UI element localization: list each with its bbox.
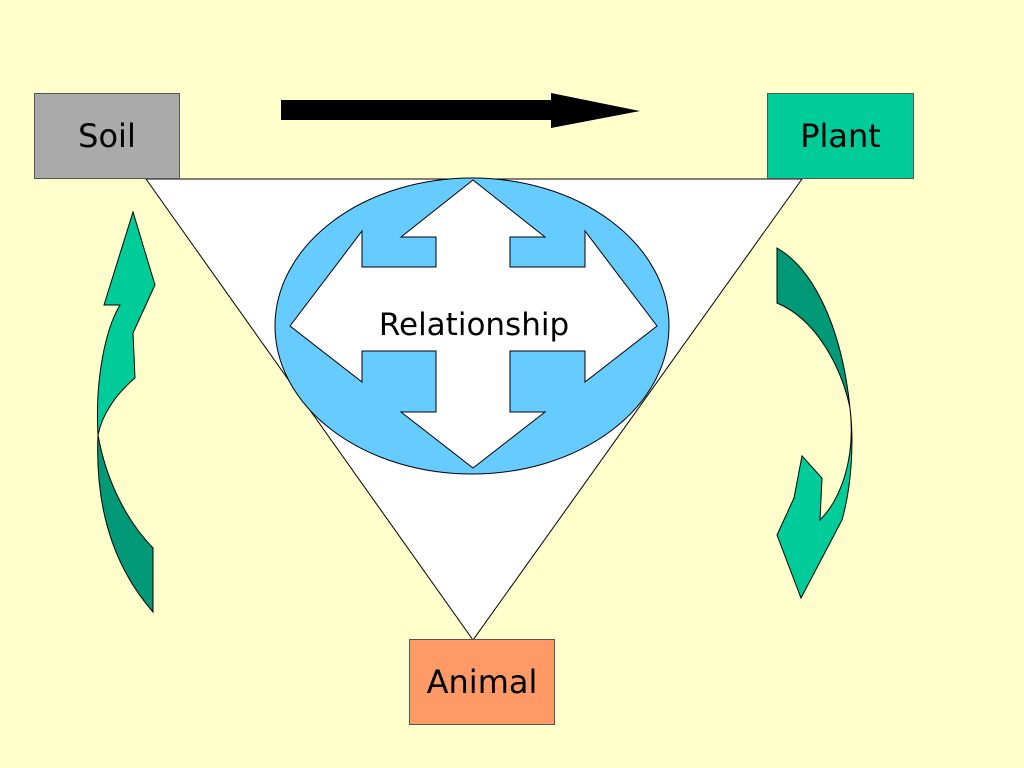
relationship-label: Relationship bbox=[378, 307, 570, 343]
plant-node: Plant bbox=[767, 93, 914, 179]
soil-to-plant-arrow bbox=[281, 93, 640, 128]
animal-label: Animal bbox=[426, 663, 538, 701]
four-way-arrow-icon bbox=[289, 179, 658, 469]
right-curve-upper-band bbox=[776, 247, 851, 409]
soil-label: Soil bbox=[78, 117, 136, 155]
animal-to-soil-curved-arrow bbox=[97, 210, 156, 614]
animal-node: Animal bbox=[409, 639, 555, 725]
plant-to-animal-curved-arrow bbox=[776, 247, 853, 600]
left-curve-upper-band bbox=[97, 210, 156, 436]
left-curve-lower-band bbox=[97, 434, 154, 614]
right-curve-lower-band bbox=[776, 407, 853, 600]
plant-label: Plant bbox=[800, 117, 881, 155]
soil-node: Soil bbox=[34, 93, 180, 179]
